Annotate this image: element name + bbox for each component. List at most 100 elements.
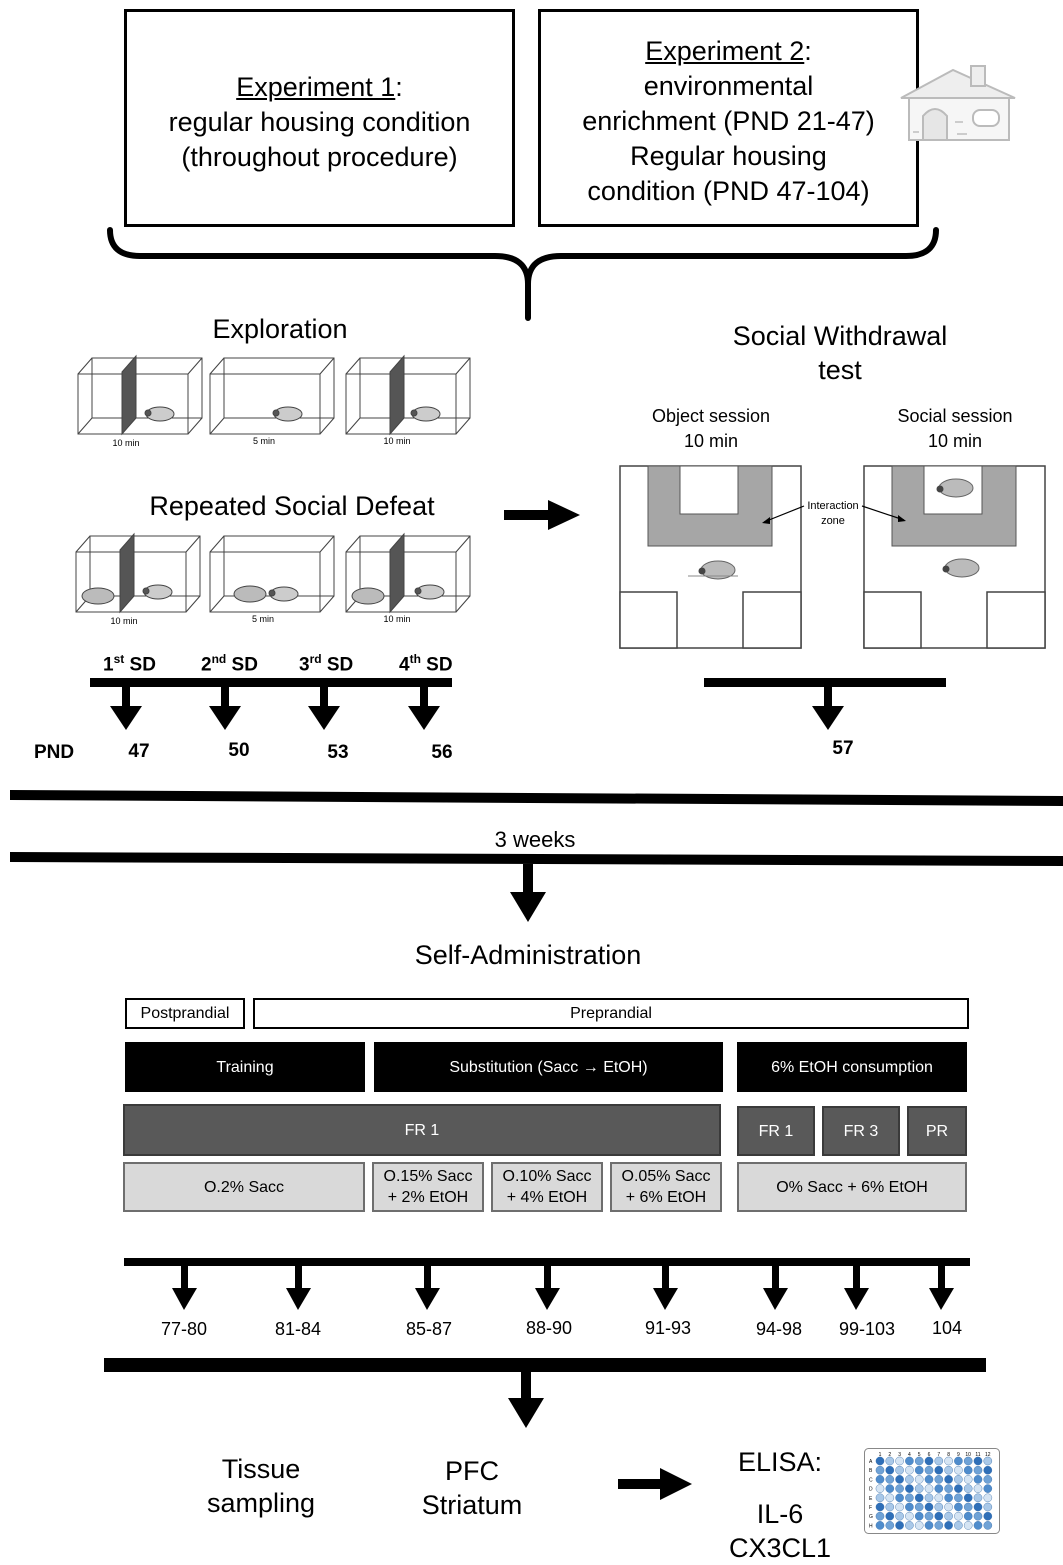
plate-well <box>983 1521 993 1530</box>
plate-well <box>885 1521 895 1530</box>
defeat-duration-2: 5 min <box>251 614 274 624</box>
plate-well <box>983 1456 993 1466</box>
plate-well <box>954 1493 963 1503</box>
plate-well <box>905 1511 914 1521</box>
plate-well <box>895 1502 904 1512</box>
plate-well <box>914 1475 924 1484</box>
plate-well <box>944 1484 953 1493</box>
plate-well <box>983 1484 993 1493</box>
plate-well <box>924 1475 934 1484</box>
plate-row-label: H <box>869 1523 873 1529</box>
plate-well <box>944 1521 953 1530</box>
defeat-cage-2 <box>209 535 335 613</box>
defeat-title: Repeated Social Defeat <box>149 491 435 521</box>
day-range-2: 81-84 <box>274 1319 322 1339</box>
sd-label-3: 3rd SD <box>299 652 354 676</box>
plate-well <box>934 1465 944 1475</box>
experiment-2-line-2: enrichment (PND 21-47) <box>582 106 875 136</box>
plate-col-label: 8 <box>947 1452 950 1458</box>
plate-row-label: E <box>869 1496 873 1502</box>
solution-5: O% Sacc + 6% EtOH <box>737 1162 967 1212</box>
plate-well <box>875 1502 885 1512</box>
plate-well <box>934 1456 944 1466</box>
plate-well <box>905 1456 914 1466</box>
plate-well <box>885 1465 895 1475</box>
withdrawal-timeline <box>704 678 946 730</box>
plate-col-label: 5 <box>918 1452 921 1458</box>
plate-well <box>934 1502 944 1512</box>
plate-well <box>963 1521 973 1530</box>
plate-well <box>924 1502 934 1512</box>
plate-well <box>983 1475 993 1484</box>
day-range-4: 88-90 <box>525 1318 573 1338</box>
exploration-cage-1 <box>77 354 203 436</box>
plate-well <box>963 1484 973 1493</box>
plate-well <box>914 1484 924 1493</box>
plate-well <box>983 1502 993 1512</box>
plate-well <box>905 1493 914 1503</box>
marker-cx3cl1: CX3CL1 <box>728 1533 832 1563</box>
experiment-2-line-4: condition (PND 47-104) <box>587 176 870 206</box>
plate-row-label: C <box>869 1477 873 1483</box>
plate-well <box>875 1484 885 1493</box>
plate-well <box>944 1493 953 1503</box>
bottom-bar <box>104 1358 986 1428</box>
plate-well <box>934 1475 944 1484</box>
plate-well <box>934 1493 944 1503</box>
plate-well <box>934 1484 944 1493</box>
pnd-label: PND <box>33 742 75 763</box>
plate-well <box>905 1484 914 1493</box>
exploration-cage-2 <box>209 357 335 435</box>
sd-label-2: 2nd SD <box>201 652 258 676</box>
plate-well <box>914 1465 924 1475</box>
region-pfc: PFC <box>445 1456 499 1486</box>
withdrawal-day: 57 <box>832 738 854 759</box>
plate-well <box>924 1465 934 1475</box>
plate-well <box>973 1493 983 1503</box>
plate-row-label: B <box>869 1468 873 1474</box>
plate-row-label: D <box>869 1487 873 1493</box>
plate-well <box>963 1456 973 1466</box>
experiment-2-line-1: environmental <box>643 71 814 101</box>
phase-substitution: Substitution (Sacc → EtOH) <box>374 1042 723 1092</box>
plate-well <box>885 1502 895 1512</box>
sd-label-4: 4th SD <box>399 652 453 676</box>
plate-well <box>944 1502 953 1512</box>
defeat-duration-1: 10 min <box>110 616 138 626</box>
arrow-right-icon <box>504 500 580 530</box>
plate-well <box>954 1465 963 1475</box>
plate-well <box>895 1475 904 1484</box>
plate-well <box>983 1465 993 1475</box>
plate-col-label: 2 <box>888 1452 891 1458</box>
plate-well <box>983 1493 993 1503</box>
plate-well <box>875 1456 885 1466</box>
plate-well <box>954 1484 963 1493</box>
plate-row-label: G <box>869 1514 873 1520</box>
social-arena <box>863 465 1046 649</box>
tissue-label-1: Tissue <box>221 1454 301 1484</box>
exploration-duration-2: 5 min <box>252 436 275 446</box>
plate-well <box>944 1511 953 1521</box>
experiment-2-box: Experiment 2: environmental enrichment (… <box>538 9 919 227</box>
withdrawal-arenas <box>619 465 1046 649</box>
sd-label-1: 1st SD <box>103 652 156 676</box>
plate-well <box>895 1493 904 1503</box>
exploration-title: Exploration <box>212 314 348 344</box>
plate-well <box>885 1484 895 1493</box>
marker-il6: IL-6 <box>756 1499 804 1529</box>
plate-well <box>934 1511 944 1521</box>
plate-well <box>905 1465 914 1475</box>
postprandial-label: Postprandial <box>125 998 245 1029</box>
arrow-down-icon <box>510 864 546 922</box>
day-range-7: 99-103 <box>838 1319 896 1339</box>
plate-well <box>885 1475 895 1484</box>
plate-well <box>895 1521 904 1530</box>
gap-lines <box>10 790 1063 866</box>
plate-well <box>973 1521 983 1530</box>
plate-well <box>875 1511 885 1521</box>
plate-well <box>914 1521 924 1530</box>
phase-training: Training <box>125 1042 365 1092</box>
plate-col-label: 11 <box>975 1452 980 1458</box>
plate-col-label: 6 <box>928 1452 931 1458</box>
